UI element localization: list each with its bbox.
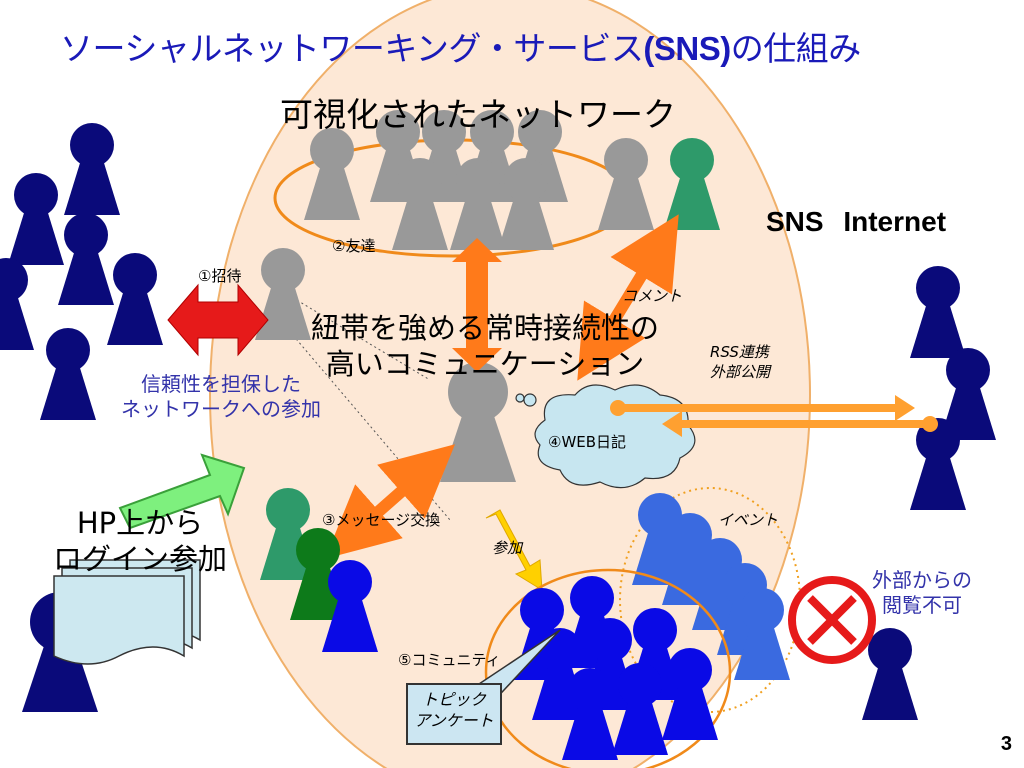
message-label: ③メッセージ交換 xyxy=(322,511,441,529)
visualized-network-label: 可視化されたネットワーク xyxy=(280,95,676,134)
slide-title: ソーシャルネットワーキング・サービス(SNS)の仕組み xyxy=(60,29,861,68)
friends-arrow xyxy=(452,238,502,372)
page-number: 3 xyxy=(1000,733,1012,755)
invite-label: ①招待 xyxy=(198,267,242,285)
comment-arrow xyxy=(577,214,679,381)
message-arrow xyxy=(324,444,456,559)
hp-pages xyxy=(53,559,201,665)
topic-callout: トピック アンケート xyxy=(406,683,502,745)
trusted-network-text: 信頼性を担保した ネットワークへの参加 xyxy=(121,372,321,421)
login-arrow xyxy=(118,453,246,530)
community-ellipse xyxy=(484,568,732,768)
external-view-text: 外部からの 閲覧不可 xyxy=(872,568,972,617)
rss-label: RSS連携 外部公開 xyxy=(710,343,771,382)
right-navy-crowd xyxy=(862,266,996,720)
sns-internet-label: SNS Internet xyxy=(766,206,947,237)
friends-label: ②友達 xyxy=(332,237,376,255)
comment-label: コメント xyxy=(622,287,683,305)
hp-login-text: HP上から ログイン参加 xyxy=(52,506,227,577)
no-entry-icon xyxy=(788,576,876,664)
rss-arrows xyxy=(610,395,938,437)
join-label: 参加 xyxy=(492,539,523,557)
central-text: 紐帯を強める常時接続性の 高いコミュニケーション xyxy=(310,311,659,382)
event-label: イベント xyxy=(718,511,779,529)
blog-label: ④WEB日記 xyxy=(548,433,627,451)
community-label: ⑤コミュニティ xyxy=(398,651,501,669)
invite-arrow xyxy=(167,283,269,357)
